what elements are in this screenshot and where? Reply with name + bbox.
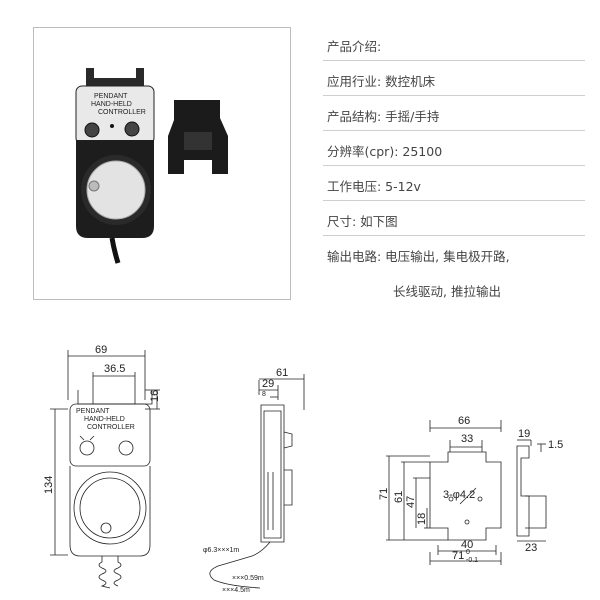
dim-cable-2: ×××0.59m bbox=[232, 575, 264, 582]
photo-knob-left bbox=[84, 122, 100, 138]
dim-bracket-top: 33 bbox=[461, 433, 473, 445]
spec-structure: 产品结构: 手摇/手持 bbox=[327, 109, 440, 124]
spec-row: 产品结构: 手摇/手持 bbox=[323, 96, 585, 131]
dim-bracket-18: 18 bbox=[416, 513, 428, 525]
photo-knob-right bbox=[124, 121, 140, 137]
spec-size: 尺寸: 如下图 bbox=[327, 214, 398, 229]
dim-bracket-61: 61 bbox=[393, 491, 405, 503]
side-view bbox=[209, 374, 305, 589]
dim-bracket-side-width: 19 bbox=[518, 428, 530, 440]
handwheel-grip bbox=[88, 180, 100, 192]
dim-front-height: 134 bbox=[43, 476, 55, 494]
pendant-cable bbox=[109, 237, 121, 264]
dim-bracket-47: 47 bbox=[405, 496, 417, 508]
dim-bracket-side-bottom: 23 bbox=[525, 542, 537, 554]
spec-title: 产品介绍: bbox=[327, 39, 382, 54]
dim-cable-1: φ6.3×××1m bbox=[203, 547, 239, 554]
dim-bracket-tol: 71 bbox=[452, 550, 464, 562]
handwheel bbox=[86, 160, 146, 220]
photo-led bbox=[110, 124, 114, 128]
dim-bracket-bottom: 40 bbox=[461, 539, 473, 551]
photo-label-1: PENDANT bbox=[94, 93, 128, 100]
dim-front-width: 69 bbox=[95, 344, 107, 356]
spec-resolution: 分辨率(cpr): 25100 bbox=[327, 144, 443, 159]
dim-side-body: 29 bbox=[262, 378, 274, 390]
spec-row: 应用行业: 数控机床 bbox=[323, 61, 585, 96]
pendant-handle bbox=[86, 68, 144, 86]
dim-bracket-tol-sub: 0 bbox=[466, 549, 470, 556]
dim-bracket-width: 66 bbox=[458, 415, 470, 427]
spec-list: 产品介绍: 应用行业: 数控机床 产品结构: 手摇/手持 分辨率(cpr): 2… bbox=[323, 26, 585, 306]
spec-output-continuation: 长线驱动, 推拉输出 bbox=[393, 284, 501, 299]
dim-bracket-tol-sub2: -0.1 bbox=[466, 557, 478, 564]
product-photo: PENDANT HAND-HELD CONTROLLER bbox=[33, 27, 291, 300]
spec-row: 尺寸: 如下图 bbox=[323, 201, 585, 236]
spec-voltage: 工作电压: 5-12v bbox=[327, 179, 421, 194]
dim-bracket-holes: 3-φ4.2 bbox=[443, 489, 475, 501]
dim-cable-3: ×××4.5m bbox=[222, 587, 250, 594]
front-view bbox=[50, 350, 160, 589]
dim-side-small: 8 bbox=[262, 391, 266, 398]
front-label-1: PENDANT bbox=[76, 408, 110, 415]
photo-label-2: HAND-HELD bbox=[91, 101, 132, 108]
spec-row: 分辨率(cpr): 25100 bbox=[323, 131, 585, 166]
spec-row: 工作电压: 5-12v bbox=[323, 166, 585, 201]
front-label-3: CONTROLLER bbox=[87, 424, 135, 431]
front-label-2: HAND-HELD bbox=[84, 416, 125, 423]
spec-output: 输出电路: 电压输出, 集电极开路, bbox=[327, 249, 510, 264]
dim-bracket-side-thickness: 1.5 bbox=[548, 439, 563, 451]
bracket-view bbox=[386, 420, 547, 565]
dim-front-handle: 16 bbox=[149, 390, 161, 402]
spec-industry: 应用行业: 数控机床 bbox=[327, 74, 436, 89]
photo-label-3: CONTROLLER bbox=[98, 109, 146, 116]
dim-bracket-71: 71 bbox=[378, 488, 390, 500]
dim-side-depth: 61 bbox=[276, 367, 288, 379]
product-photo-svg: PENDANT HAND-HELD CONTROLLER bbox=[75, 68, 228, 264]
photo-bracket-slot bbox=[184, 132, 212, 150]
spec-title-row: 产品介绍: bbox=[323, 26, 585, 61]
spec-row: 输出电路: 电压输出, 集电极开路, 长线驱动, 推拉输出 bbox=[323, 236, 585, 306]
dim-front-inner-width: 36.5 bbox=[104, 363, 125, 375]
